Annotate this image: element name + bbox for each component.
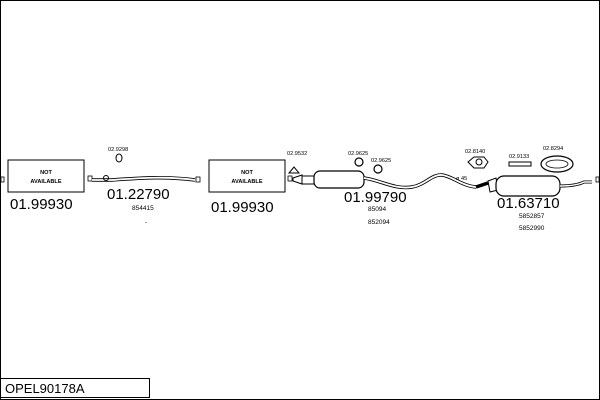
clamp-ring-icon-b — [373, 164, 383, 174]
middle-silencer — [287, 170, 477, 190]
na-box-1-line1: NOT — [40, 170, 52, 176]
rear-silencer-code: 01.63710 — [497, 195, 560, 212]
clamp-ring-icon-a — [354, 157, 364, 167]
diameter-label: ø 45 — [456, 176, 467, 182]
part-02-8140-label: 02.8140 — [465, 149, 485, 155]
clamp-icon — [115, 153, 123, 163]
rubber-ring-icon — [540, 155, 574, 173]
left-edge-marker — [0, 176, 5, 183]
rear-silencer-sub2: 5852990 — [519, 225, 545, 232]
middle-silencer-sub2: 852094 — [368, 219, 390, 226]
part-02-8294-label: 02.8294 — [543, 146, 563, 152]
part-02-9532-label: 02.9532 — [287, 151, 307, 157]
diagram-title: OPEL90178A — [5, 381, 85, 396]
hanger-icon — [467, 156, 489, 169]
part-02-9298-label: 02.9298 — [108, 147, 128, 153]
bracket-icon — [508, 161, 532, 167]
gasket-triangle-icon — [287, 166, 301, 174]
middle-silencer-code: 01.99790 — [344, 189, 407, 206]
part-02-9625-label-b: 02.9625 — [371, 158, 391, 164]
title-box: OPEL90178A — [0, 378, 150, 398]
front-pipe-code: 01.22790 — [107, 186, 170, 203]
na-box-2-code: 01.99930 — [211, 199, 274, 216]
na-box-2-line1: NOT — [241, 170, 253, 176]
part-02-9625-label-a: 02.9625 — [348, 151, 368, 157]
rear-silencer — [475, 175, 592, 197]
front-pipe-dot: - — [145, 219, 147, 226]
part-02-9133-label: 02.9133 — [509, 154, 529, 160]
front-pipe-sub: 854415 — [132, 205, 154, 212]
na-box-2-line2: AVAILABLE — [231, 179, 262, 185]
na-box-1-line2: AVAILABLE — [30, 179, 61, 185]
front-pipe — [87, 175, 201, 183]
right-edge-marker — [595, 176, 600, 183]
na-box-1-code: 01.99930 — [10, 196, 73, 213]
na-box-1: NOT AVAILABLE 01.99930 — [7, 159, 85, 213]
middle-silencer-sub1: 85094 — [368, 206, 386, 213]
na-box-2: NOT AVAILABLE 01.99930 — [208, 159, 286, 216]
hanger-hole-icon — [475, 158, 483, 166]
rubber-ring-inner-icon — [545, 159, 569, 169]
rear-silencer-sub1: 5852857 — [519, 213, 545, 220]
